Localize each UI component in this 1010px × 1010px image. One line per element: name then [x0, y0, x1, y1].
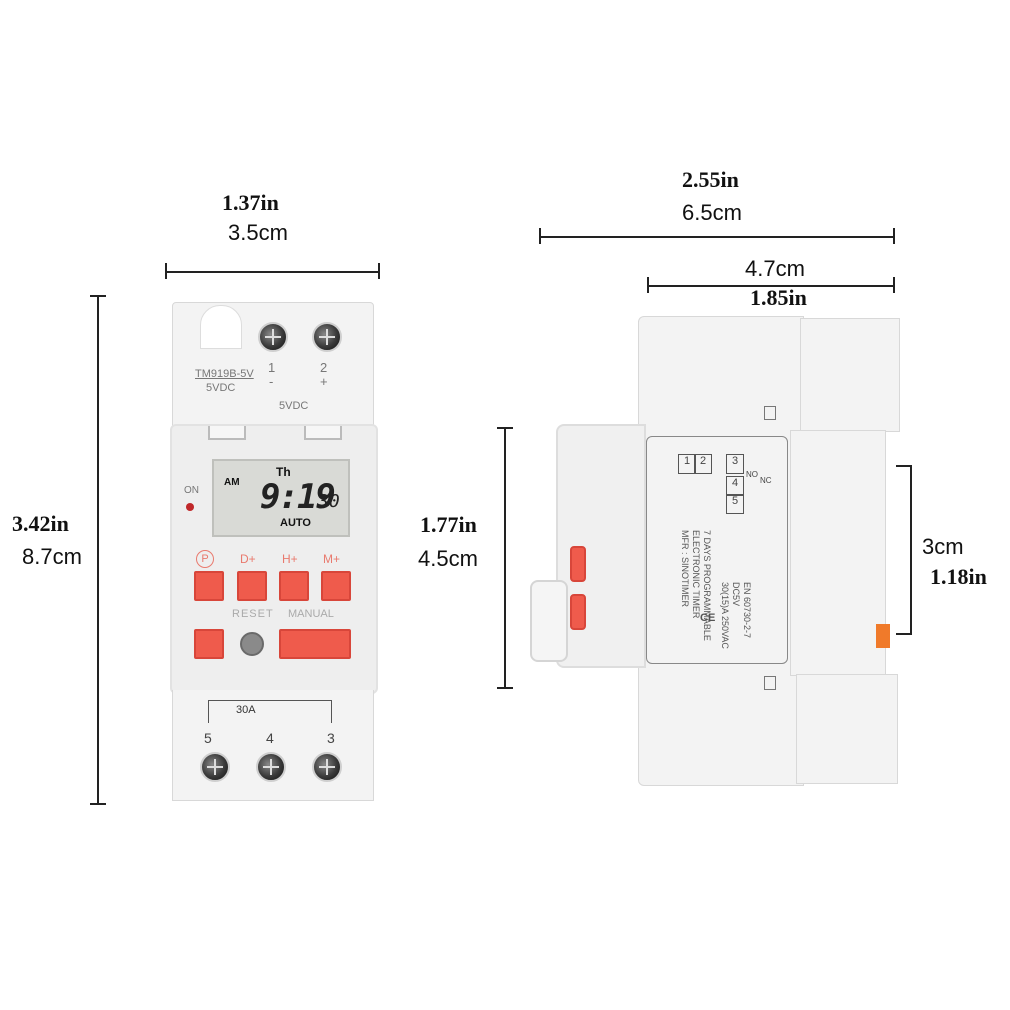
side-total-width-in-label: 2.55in — [682, 167, 739, 192]
side-inner-width-in-label: 1.85in — [750, 285, 807, 310]
m-plus-label: M+ — [323, 552, 341, 566]
wiring-box-top-1: 1 — [678, 454, 696, 474]
label-line-5: DC5V — [731, 582, 741, 607]
front-height-line — [97, 296, 99, 804]
terminal-plus-label: + — [320, 374, 328, 389]
screw-terminal-1 — [258, 322, 288, 352]
side-left-height-line — [504, 428, 506, 688]
lcd-day: Th — [276, 465, 291, 479]
front-height-tick-top — [90, 295, 106, 297]
lcd-display: Th AM 9:19 30 AUTO — [212, 459, 350, 537]
side-label-panel — [646, 436, 788, 664]
din-slot — [200, 305, 242, 349]
h-plus-label: H+ — [282, 552, 298, 566]
side-left-height-cm-label: 4.5cm — [418, 546, 478, 571]
side-right-lower — [796, 674, 898, 784]
lcd-time: 9:19 — [260, 477, 336, 517]
label-line-4: EN 60730-2-7 — [742, 582, 752, 639]
d-plus-label: D+ — [240, 552, 256, 566]
side-total-width-cm-label: 6.5cm — [682, 200, 742, 225]
terminal-1-label: 1 — [268, 360, 276, 375]
front-bottom-block — [172, 690, 374, 801]
side-total-width-line — [540, 236, 894, 238]
h-plus-button[interactable] — [279, 571, 309, 601]
m-plus-button[interactable] — [321, 571, 351, 601]
label-line-2: ELECTRONIC TIMER — [691, 530, 701, 619]
front-height-cm-label: 8.7cm — [22, 544, 82, 569]
label-line-3: MFR : SINOTIMER — [680, 530, 690, 607]
terminal-4-label: 4 — [266, 730, 274, 746]
terminal-2-label: 2 — [320, 360, 328, 375]
side-total-width-tick-left — [539, 228, 541, 244]
side-right-upper — [800, 318, 900, 432]
reset-button[interactable] — [240, 632, 264, 656]
wiring-no: NO — [746, 470, 758, 479]
lcd-mode: AUTO — [280, 517, 311, 529]
relay-diagram — [208, 700, 332, 723]
front-width-tick-left — [165, 263, 167, 279]
ce-mark: CE — [700, 612, 716, 624]
side-slot-upper — [764, 406, 776, 420]
side-cover — [556, 424, 646, 668]
side-slot-lower — [764, 676, 776, 690]
side-inner-width-line — [648, 285, 894, 287]
p-button-label: P — [196, 550, 214, 568]
side-right-height-tick-bottom — [896, 633, 912, 635]
front-height-tick-bottom — [90, 803, 106, 805]
voltage-top-label: 5VDC — [206, 382, 236, 394]
manual-label: MANUAL — [288, 608, 334, 620]
side-inner-width-cm-label: 4.7cm — [745, 256, 805, 281]
lcd-seconds: 30 — [318, 491, 340, 512]
cover-clip-left — [208, 426, 246, 440]
side-right-middle — [790, 430, 886, 676]
front-height-in-label: 3.42in — [12, 511, 69, 536]
wiring-box-bottom-5: 5 — [726, 494, 744, 514]
front-width-tick-right — [378, 263, 380, 279]
terminal-5-label: 5 — [204, 730, 212, 746]
on-label: ON — [184, 485, 199, 496]
wiring-nc: NC — [760, 476, 772, 485]
screw-terminal-4 — [256, 752, 286, 782]
front-width-in-label: 1.37in — [222, 190, 279, 215]
manual-button[interactable] — [279, 629, 351, 659]
side-cover-latch — [530, 580, 568, 662]
side-right-height-tick-top — [896, 465, 912, 467]
side-inner-width-tick-left — [647, 277, 649, 293]
side-red-button-2 — [570, 594, 586, 630]
terminal-minus-label: - — [269, 374, 274, 389]
side-total-width-tick-right — [893, 228, 895, 244]
wiring-box-top-3: 3 — [726, 454, 744, 474]
side-right-height-line — [910, 466, 912, 634]
terminal-3-label: 3 — [327, 730, 335, 746]
side-inner-width-tick-right — [893, 277, 895, 293]
side-main-body — [638, 316, 804, 786]
cover-clip-right — [304, 426, 342, 440]
wiring-box-top-2: 2 — [694, 454, 712, 474]
clock-button[interactable] — [194, 629, 224, 659]
lcd-am: AM — [224, 477, 240, 488]
front-width-cm-label: 3.5cm — [228, 220, 288, 245]
screw-terminal-5 — [200, 752, 230, 782]
on-led — [186, 503, 194, 511]
side-red-button-1 — [570, 546, 586, 582]
screw-terminal-3 — [312, 752, 342, 782]
screw-terminal-2 — [312, 322, 342, 352]
label-line-6: 30(15)A 250VAC — [720, 582, 730, 649]
model-label: TM919B-5V — [195, 368, 254, 380]
label-line-1: 7 DAYS PROGRAMMABLE — [702, 530, 712, 641]
voltage-mid-label: 5VDC — [279, 400, 309, 412]
side-left-height-tick-bottom — [497, 687, 513, 689]
relay-rating: 30A — [236, 704, 256, 716]
d-plus-button[interactable] — [237, 571, 267, 601]
side-right-height-in-label: 1.18in — [930, 564, 987, 589]
front-width-line — [166, 271, 379, 273]
p-button[interactable] — [194, 571, 224, 601]
reset-label: RESET — [232, 608, 274, 620]
side-left-height-tick-top — [497, 427, 513, 429]
side-right-height-cm-label: 3cm — [922, 534, 964, 559]
din-clip-orange — [876, 624, 890, 648]
wiring-box-bottom-4: 4 — [726, 476, 744, 496]
side-left-height-in-label: 1.77in — [420, 512, 477, 537]
